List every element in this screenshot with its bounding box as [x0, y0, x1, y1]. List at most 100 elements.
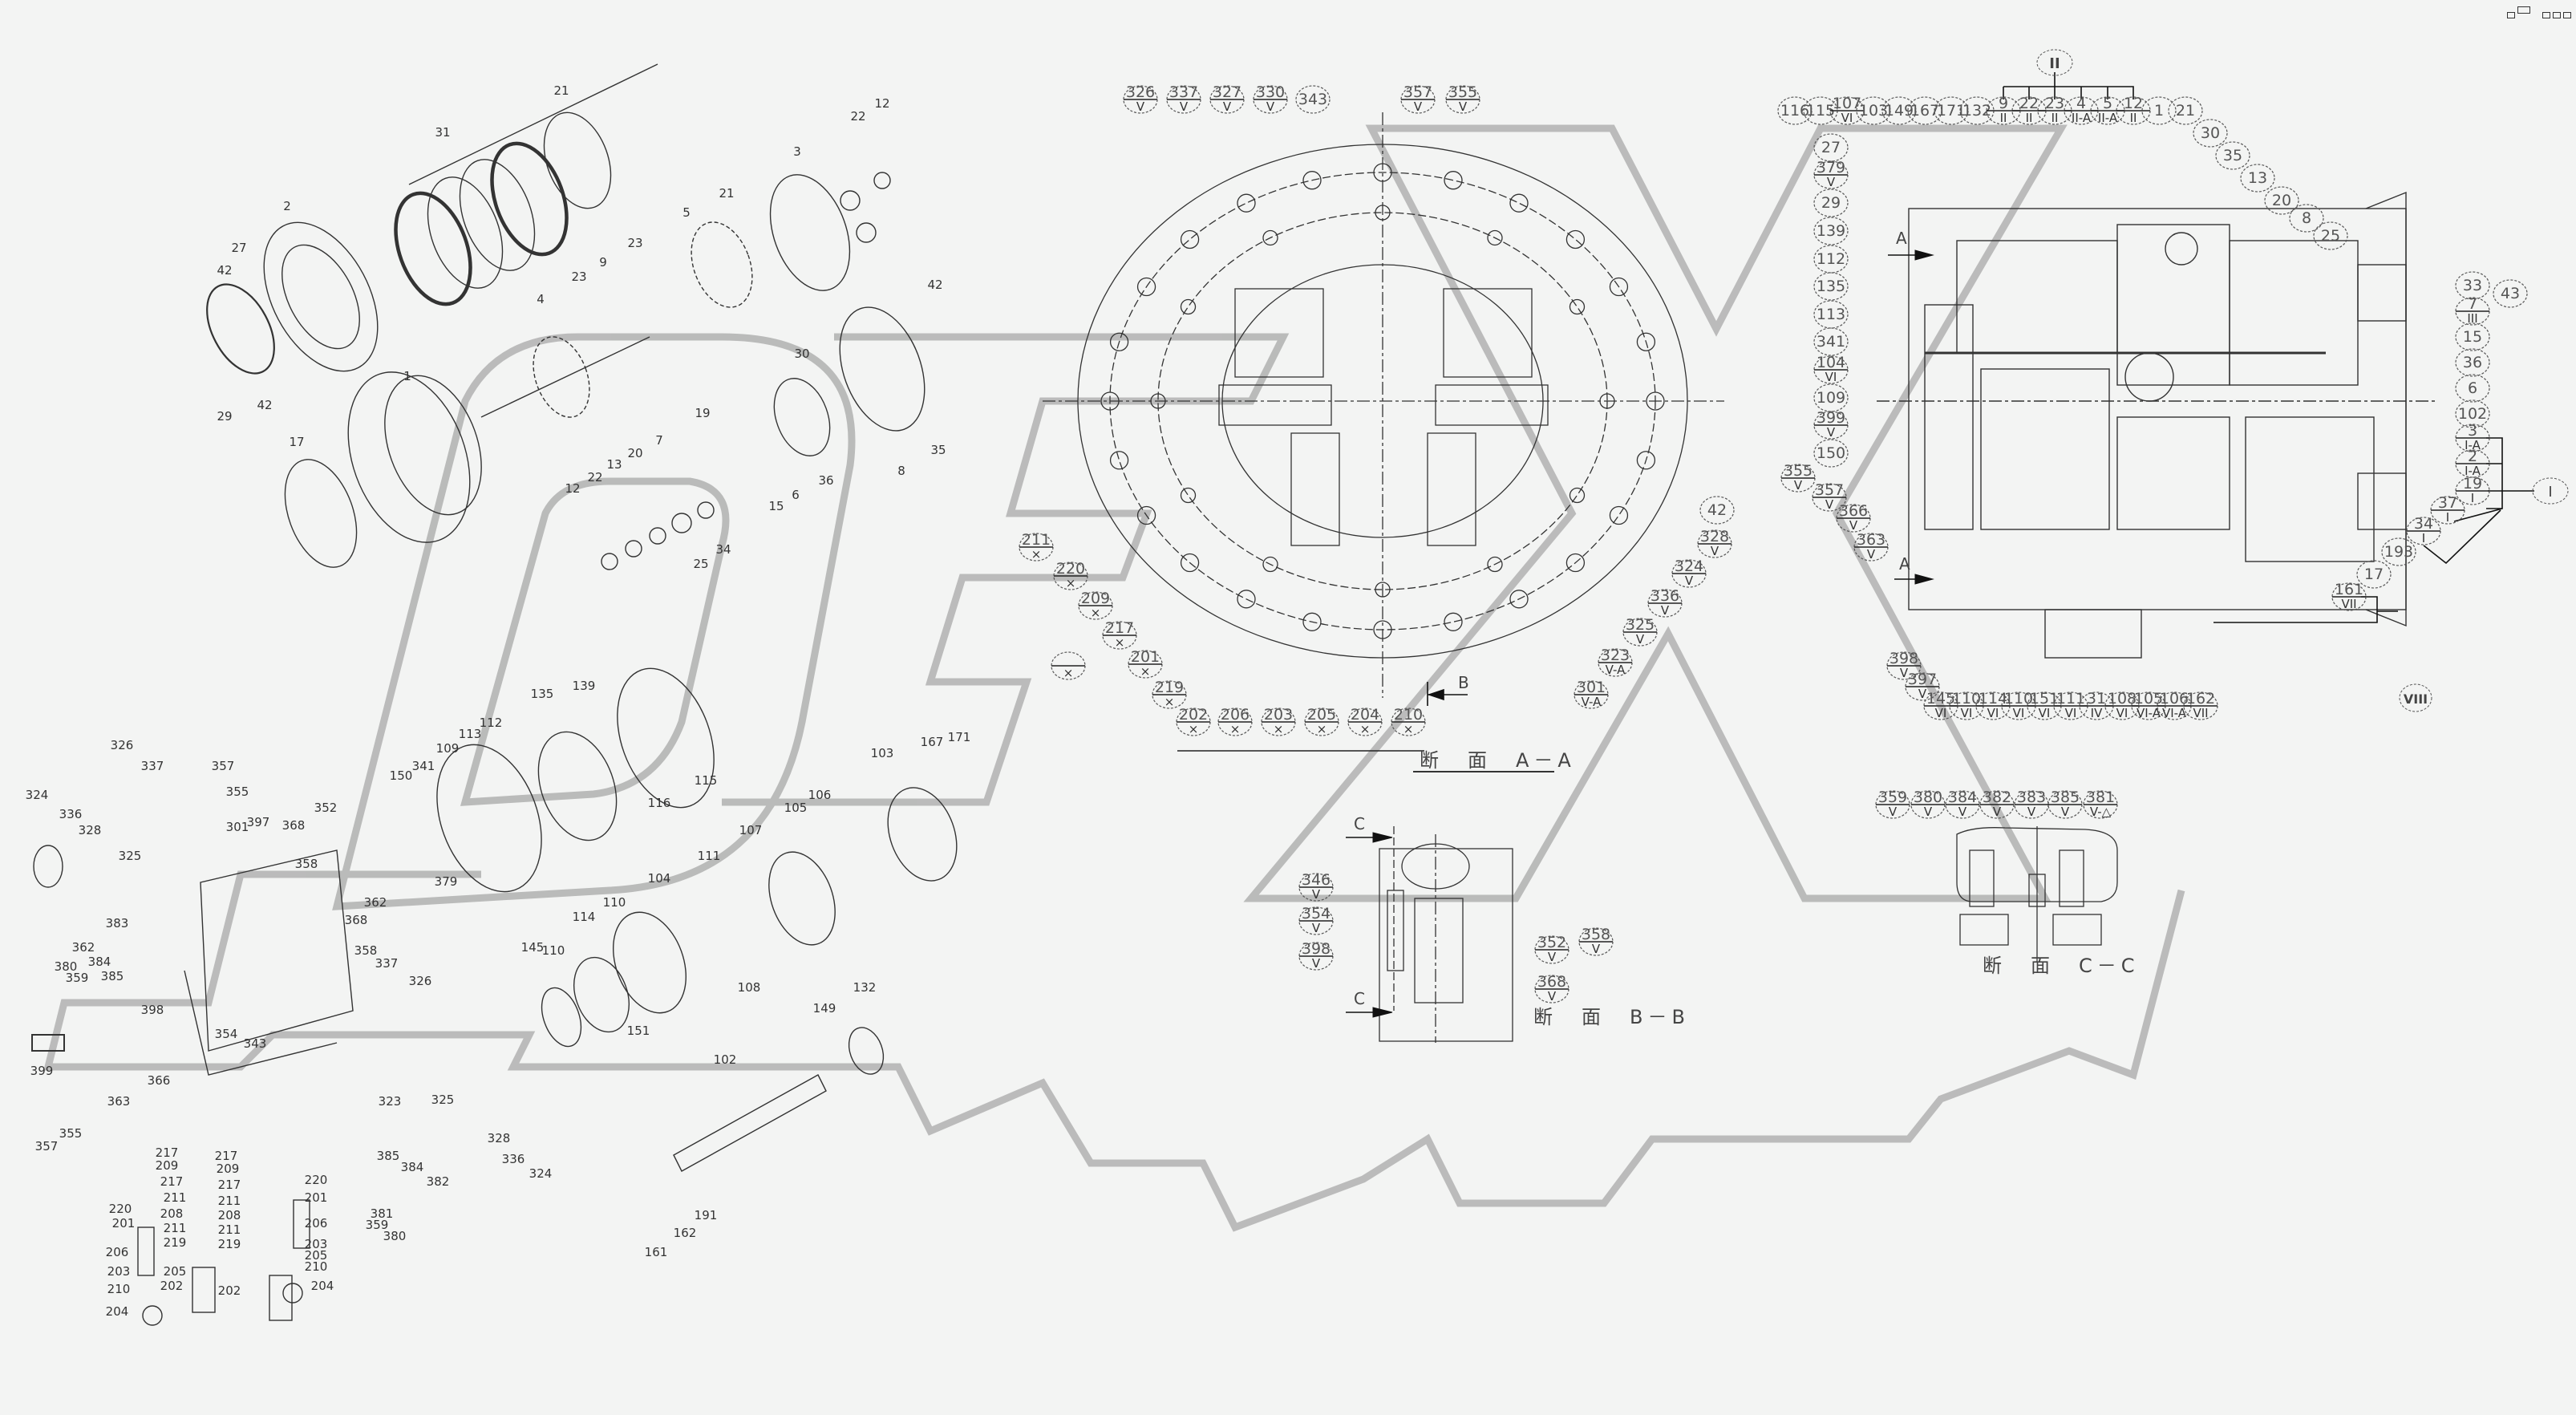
part-label: 116: [648, 796, 671, 810]
balloon-number: 355: [1784, 462, 1813, 480]
part-balloon: 37I: [2430, 494, 2465, 525]
page-3-button[interactable]: [2563, 12, 2571, 18]
part-label: 162: [674, 1226, 697, 1240]
part-label: 23: [571, 270, 586, 284]
balloon-number: 25: [2321, 227, 2340, 245]
part-label: 359: [66, 971, 89, 985]
part-balloon: 34I: [2406, 515, 2441, 545]
balloon-number: 397: [1908, 671, 1937, 688]
part-label: 352: [314, 801, 338, 815]
part-label: 13: [606, 457, 622, 472]
svg-text:I: I: [2548, 484, 2552, 501]
part-label: 7: [655, 433, 663, 448]
balloon-group: ×: [1140, 664, 1151, 679]
balloon-number: 201: [1131, 648, 1160, 666]
balloon-number: 398: [1302, 940, 1331, 958]
part-label: 209: [217, 1162, 240, 1176]
main-section-a-arrows: [1888, 249, 1934, 585]
balloon-number: 8: [2302, 209, 2311, 227]
balloon-number: 161: [2335, 581, 2363, 598]
balloon-number: 42: [1707, 501, 1727, 519]
page-2-button[interactable]: [2553, 12, 2561, 18]
balloon-group: V: [1223, 99, 1232, 114]
balloon-group: V: [1924, 805, 1933, 819]
part-label: 336: [502, 1152, 525, 1166]
balloon-number: 337: [1169, 83, 1198, 101]
balloon-group: V: [1312, 921, 1321, 935]
balloon-number: 217: [1105, 619, 1134, 637]
part-label: 381: [371, 1206, 394, 1221]
group-balloon-i: I: [2532, 477, 2569, 505]
balloon-group: ×: [1317, 722, 1327, 736]
part-label: 105: [784, 801, 808, 815]
part-label: 205: [164, 1264, 187, 1279]
part-label: 380: [383, 1229, 407, 1243]
part-label: 25: [693, 557, 708, 571]
part-balloon: 36: [2455, 348, 2490, 377]
fit-button[interactable]: [2517, 6, 2530, 14]
part-label: 3: [793, 144, 801, 159]
part-label: 368: [345, 913, 368, 927]
part-label: 22: [850, 109, 865, 124]
part-label: 9: [599, 255, 607, 270]
part-balloon: 27: [1813, 133, 1849, 162]
balloon-number: 37: [2438, 494, 2457, 512]
part-label: 208: [218, 1208, 241, 1222]
balloon-number: 111: [2056, 690, 2085, 708]
part-label: 217: [160, 1174, 184, 1189]
main-section-drawing: [1877, 191, 2438, 659]
part-balloon: 201×: [1128, 648, 1163, 679]
balloon-number: 112: [1817, 250, 1845, 268]
part-label: 5: [682, 205, 691, 220]
balloon-group: V: [1849, 518, 1858, 533]
balloon-group: ×: [1274, 722, 1284, 736]
balloon-number: 13: [2248, 169, 2267, 187]
balloon-number: 104: [1817, 354, 1845, 371]
part-label: 355: [226, 785, 249, 799]
balloon-number: 1: [2154, 102, 2164, 120]
page-1-button[interactable]: [2542, 12, 2550, 18]
balloon-group: V: [1136, 99, 1145, 114]
exploded-view: [31, 63, 958, 1326]
part-balloon: 209×: [1078, 590, 1113, 620]
balloon-group: II-A: [2098, 111, 2118, 125]
part-label: 106: [808, 788, 832, 802]
part-label: 385: [377, 1149, 400, 1163]
balloon-number: 135: [1817, 278, 1845, 295]
part-label: 27: [231, 241, 246, 255]
part-label: 161: [645, 1245, 668, 1259]
part-label: 208: [160, 1206, 184, 1221]
balloon-number: 325: [1626, 616, 1655, 634]
balloon-group: VI: [1841, 111, 1853, 125]
balloon-number: 23: [2045, 95, 2064, 112]
part-balloon: 217×: [1102, 619, 1137, 650]
main-section-marker-a-top: A: [1896, 229, 1907, 248]
part-balloon: ×: [1051, 651, 1086, 680]
balloon-number: 4: [2076, 95, 2086, 112]
part-balloon: 9II: [1986, 95, 2021, 125]
balloon-number: 5: [2103, 95, 2112, 112]
zoom-out-button[interactable]: [2507, 12, 2515, 18]
part-label: 205: [305, 1248, 328, 1263]
part-label: 354: [215, 1027, 238, 1041]
balloon-group: V: [1958, 805, 1967, 819]
section-aa-marker-b: B: [1458, 673, 1469, 692]
section-bb-marker-c-bottom: C: [1354, 989, 1365, 1008]
part-balloon: 116: [1777, 96, 1813, 125]
balloon-number: 385: [2051, 789, 2080, 806]
balloon-number: 21: [2176, 102, 2195, 120]
part-balloon: 210×: [1391, 706, 1426, 736]
